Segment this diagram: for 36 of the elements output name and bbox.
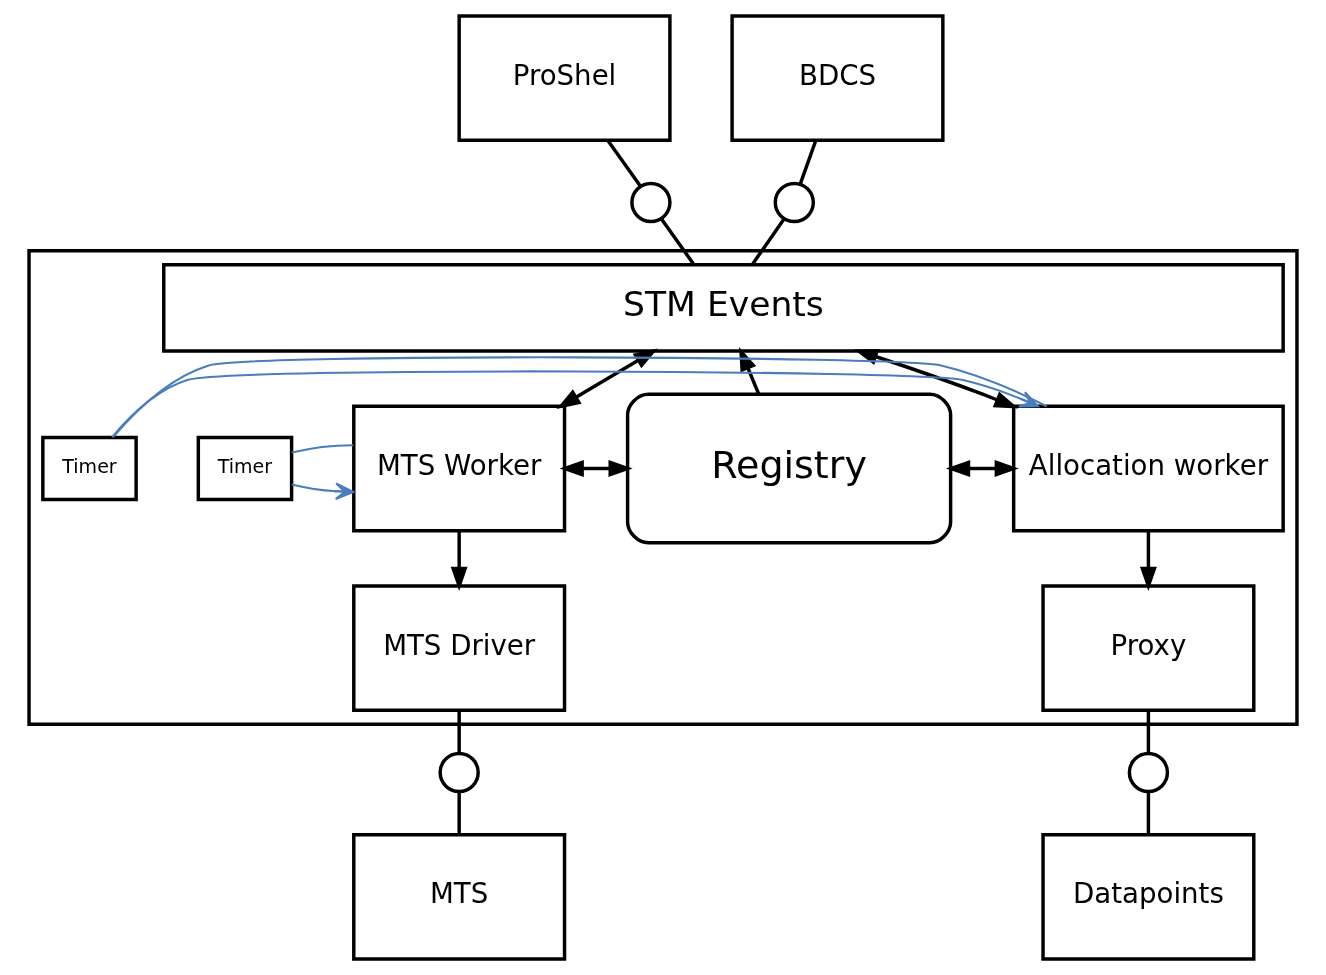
node-box: MTS [352, 833, 567, 961]
arrow [559, 460, 633, 477]
arrow [556, 348, 658, 409]
arrow [853, 348, 1019, 409]
node-box: MTS Driver [352, 584, 567, 713]
node-circle [773, 181, 815, 224]
arrow [450, 530, 468, 591]
connector [457, 711, 461, 754]
node-box: MTS Worker [352, 404, 567, 533]
connector [606, 140, 642, 188]
node-circle [438, 751, 480, 794]
node-box: ProShel [457, 14, 672, 142]
node-box: STM Events [162, 262, 1285, 353]
node-circle [1127, 751, 1170, 794]
connector [112, 356, 1047, 438]
arrow [739, 346, 761, 395]
cluster [27, 249, 1299, 726]
connector [1146, 711, 1151, 754]
node-box: Allocation worker [1011, 404, 1285, 533]
node-box: Proxy [1041, 584, 1256, 713]
node-box: BDCS [730, 14, 945, 142]
connector [1146, 791, 1151, 835]
arrow [291, 482, 355, 501]
connector [798, 140, 818, 185]
node-box: Timer [196, 435, 294, 502]
connector [659, 217, 696, 266]
arrow [946, 460, 1019, 477]
node-box: Timer [41, 435, 138, 502]
node-box: Datapoints [1041, 833, 1256, 961]
arrow [111, 370, 1039, 438]
connector [751, 217, 786, 266]
node-circle [630, 181, 672, 224]
connector [291, 444, 354, 454]
node-box: Registry [625, 392, 953, 545]
connector [457, 791, 461, 835]
arrow [1139, 530, 1157, 591]
